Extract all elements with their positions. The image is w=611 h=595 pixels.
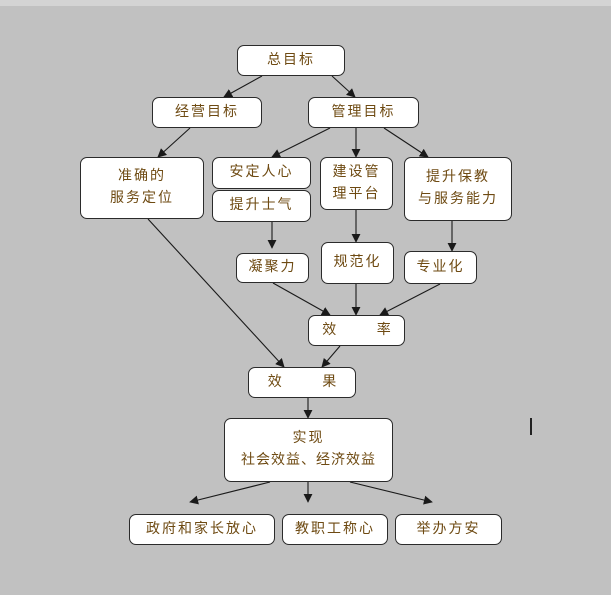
node-cohesion: 凝聚力: [236, 253, 309, 283]
arrow-realize-to-owner: [349, 481, 433, 505]
node-business-goal-label: 经营目标: [175, 103, 239, 120]
node-standardization: 规范化: [321, 242, 394, 284]
node-stabilize-people-label: 安定人心: [229, 164, 294, 181]
arrow-special-to-efficiency: [379, 283, 441, 316]
node-effect: 效 果: [248, 367, 356, 398]
node-improve-capability-line1: 提升保教: [426, 169, 490, 186]
node-owner-secure: 举办方安: [395, 514, 502, 545]
node-specialization: 专业化: [404, 251, 477, 284]
node-improve-capability: 提升保教 与服务能力: [404, 157, 512, 221]
node-build-platform: 建设管 理平台: [320, 157, 393, 210]
node-root-label: 总目标: [267, 51, 315, 68]
node-boost-morale-label: 提升士气: [229, 197, 294, 214]
node-realize-line2: 社会效益、经济效益: [241, 452, 376, 468]
node-owner-secure-label: 举办方安: [416, 520, 481, 537]
arrow-root-to-business: [223, 75, 263, 98]
arrow-root-to-management: [331, 75, 356, 98]
node-management-goal: 管理目标: [308, 97, 419, 128]
node-efficiency: 效 率: [308, 315, 405, 346]
node-effect-label: 效 果: [267, 373, 355, 390]
node-accurate-positioning-line1: 准确的: [118, 168, 166, 185]
node-realize-line1: 实现: [292, 430, 325, 447]
arrow-management-to-stabilize: [271, 127, 331, 158]
node-accurate-positioning-line2: 服务定位: [110, 190, 174, 206]
node-cohesion-label: 凝聚力: [248, 259, 297, 276]
node-standardization-label: 规范化: [333, 254, 382, 271]
node-gov-parents-label: 政府和家长放心: [146, 520, 258, 537]
node-gov-parents: 政府和家长放心: [129, 514, 275, 545]
node-stabilize-people: 安定人心: [212, 157, 311, 189]
node-realize: 实现 社会效益、经济效益: [224, 418, 393, 482]
top-strip: [0, 0, 611, 6]
text-cursor: [530, 418, 532, 435]
node-accurate-positioning: 准确的 服务定位: [80, 157, 204, 219]
node-efficiency-label: 效 率: [322, 321, 409, 338]
node-specialization-label: 专业化: [416, 258, 465, 275]
node-boost-morale: 提升士气: [212, 190, 311, 222]
node-staff-satisfied: 教职工称心: [282, 514, 388, 545]
arrow-realize-to-gov: [189, 481, 271, 505]
arrow-positioning-to-effect: [147, 218, 285, 368]
arrow-cohesion-to-efficiency: [272, 282, 331, 316]
node-management-goal-label: 管理目标: [331, 103, 396, 120]
node-improve-capability-line2: 与服务能力: [418, 191, 498, 207]
node-staff-satisfied-label: 教职工称心: [295, 520, 375, 537]
node-build-platform-line2: 理平台: [332, 185, 381, 202]
node-business-goal: 经营目标: [152, 97, 262, 128]
arrow-business-to-positioning: [157, 127, 191, 158]
arrow-efficiency-to-effect: [321, 345, 341, 368]
node-root: 总目标: [237, 45, 345, 76]
arrow-management-to-capability: [383, 127, 429, 158]
node-build-platform-line1: 建设管: [332, 163, 381, 180]
